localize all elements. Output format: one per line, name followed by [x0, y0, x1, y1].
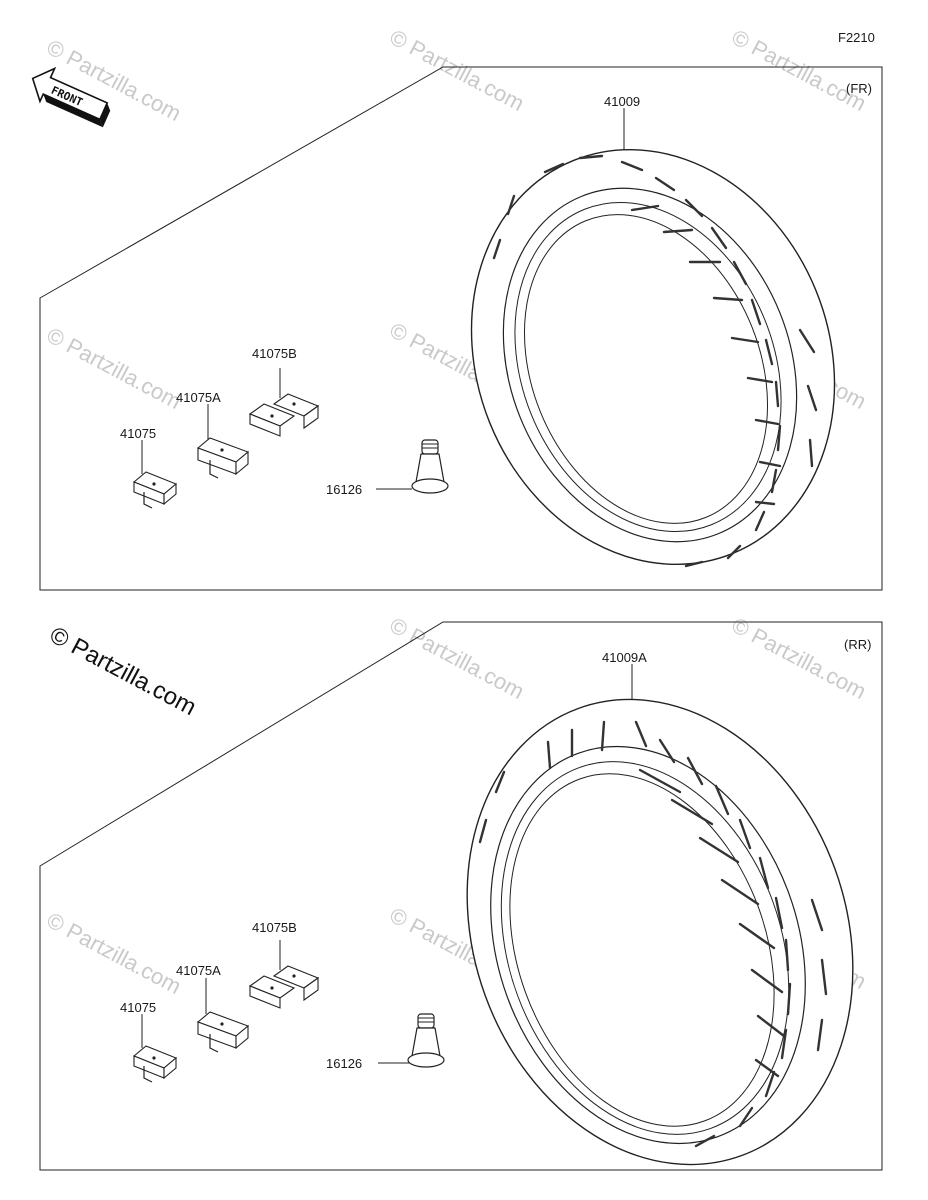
part-number-weight[interactable]: 41075 — [120, 1000, 156, 1015]
diagram-code: F2210 — [838, 30, 875, 45]
front-section: (FR) — [39, 66, 895, 620]
partzilla-watermark: © Partzilla.com — [45, 621, 200, 721]
part-number-weight[interactable]: 41075 — [120, 426, 156, 441]
rear-tire[interactable] — [404, 645, 916, 1200]
part-number-weight[interactable]: 41075B — [252, 920, 297, 935]
front-valve-stem-icon[interactable] — [411, 439, 449, 494]
part-number-tire[interactable]: 41009A — [602, 650, 647, 665]
front-weight-41075-icon[interactable] — [132, 471, 178, 509]
watermark: © Partzilla.com — [43, 34, 186, 126]
rear-weight-41075b-icon[interactable] — [248, 965, 320, 1009]
front-tire[interactable] — [410, 95, 895, 620]
part-number-weight[interactable]: 41075A — [176, 390, 221, 405]
rear-weight-41075-icon[interactable] — [132, 1045, 178, 1083]
section-tag-fr: (FR) — [846, 81, 872, 96]
tire-tread-pattern — [492, 154, 818, 568]
watermark: © Partzilla.com — [386, 612, 529, 704]
watermark: © Partzilla.com — [728, 612, 871, 704]
front-weight-41075b-icon[interactable] — [248, 393, 320, 437]
part-number-weight[interactable]: 41075A — [176, 963, 221, 978]
part-number-valve[interactable]: 16126 — [326, 482, 362, 497]
watermark: © Partzilla.com — [386, 24, 529, 116]
tire-tread-pattern — [478, 720, 828, 1148]
rear-section-frame — [39, 621, 883, 1171]
watermark: © Partzilla.com — [43, 907, 186, 999]
section-tag-rr: (RR) — [844, 637, 871, 652]
rear-valve-stem-icon[interactable] — [407, 1013, 445, 1068]
part-number-tire[interactable]: 41009 — [604, 94, 640, 109]
part-number-weight[interactable]: 41075B — [252, 346, 297, 361]
front-section-frame — [39, 66, 883, 591]
watermark: © Partzilla.com — [43, 322, 186, 414]
rear-weight-41075a-icon[interactable] — [196, 1011, 250, 1053]
part-number-valve[interactable]: 16126 — [326, 1056, 362, 1071]
rear-section: (RR) — [39, 621, 916, 1200]
front-weight-41075a-icon[interactable] — [196, 437, 250, 479]
